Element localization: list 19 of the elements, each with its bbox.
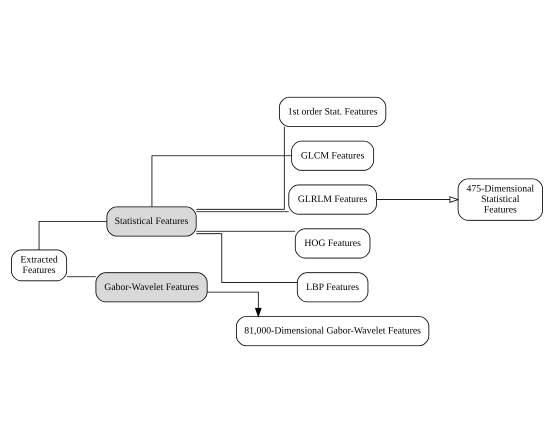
- node-box: 1st order Stat. Features: [279, 96, 386, 127]
- node-box: GLCM Features: [291, 140, 374, 171]
- node-box: 475-Dimensional Statistical Features: [458, 178, 543, 221]
- arrow: [376, 196, 460, 203]
- node-box: LBP Features: [296, 272, 368, 302]
- arrow: [207, 292, 262, 318]
- node-box: GLRLM Features: [288, 184, 377, 215]
- connector: [196, 211, 290, 212]
- node-box: 81,000-Dimensional Gabor-Wavelet Features: [236, 316, 430, 346]
- connector: [196, 230, 296, 232]
- node-box: Statistical Features: [106, 206, 197, 237]
- node-box: Extracted Features: [11, 250, 68, 282]
- connector: [196, 126, 285, 210]
- node-box: HOG Features: [294, 228, 370, 258]
- connector: [152, 155, 292, 207]
- node-box: Gabor-Wavelet Features: [96, 272, 208, 302]
- connector: [66, 276, 96, 278]
- connector: [38, 221, 108, 250]
- connector: [196, 233, 298, 283]
